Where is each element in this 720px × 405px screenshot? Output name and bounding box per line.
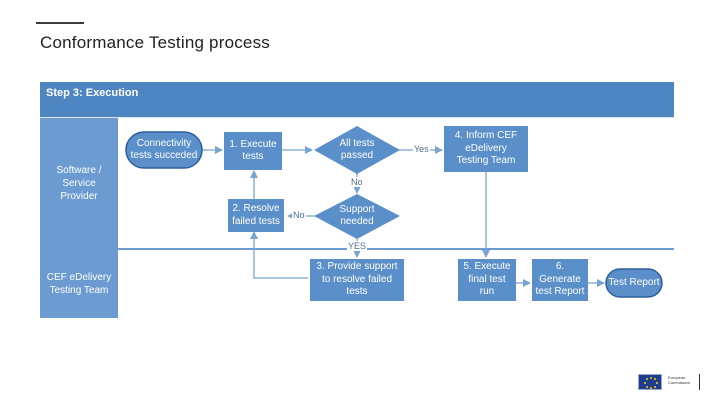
node-generate-shape [532,259,588,301]
diagram-header-title: Step 3: Execution [46,87,139,99]
page-title: Conformance Testing process [40,33,270,52]
edge-provide-execute [250,231,308,279]
node-provide-shape [310,259,404,301]
diagram-frame: Step 3: Execution Software / Service Pro… [40,82,674,318]
node-inform-shape [444,126,528,172]
lane-area-provider [118,118,674,248]
node-execute-shape [224,132,282,170]
flow-diagram [125,126,663,301]
node-test-report: Test Report [608,276,660,288]
edge-label-yes-provide: YES [347,241,368,251]
node-support-shape [314,194,400,239]
diagram-header: Step 3: Execution [40,82,674,117]
title-rule [36,22,84,24]
edge-label-yes-inform: Yes [413,144,430,154]
lane-label-provider: Software / Service Provider [40,118,118,248]
lane-label-cef: CEF eDelivery Testing Team [40,250,118,318]
eu-flag-icon [638,374,662,390]
edge-label-no-resolve: No [292,210,306,220]
logo-bar [699,374,700,390]
node-start-shape [125,131,203,169]
edge-label-no-support: No [350,177,364,187]
node-allpassed-shape [314,126,400,174]
node-finalrun-shape [458,259,516,301]
node-report-shape [605,268,663,298]
node-resolve-shape [228,199,284,232]
